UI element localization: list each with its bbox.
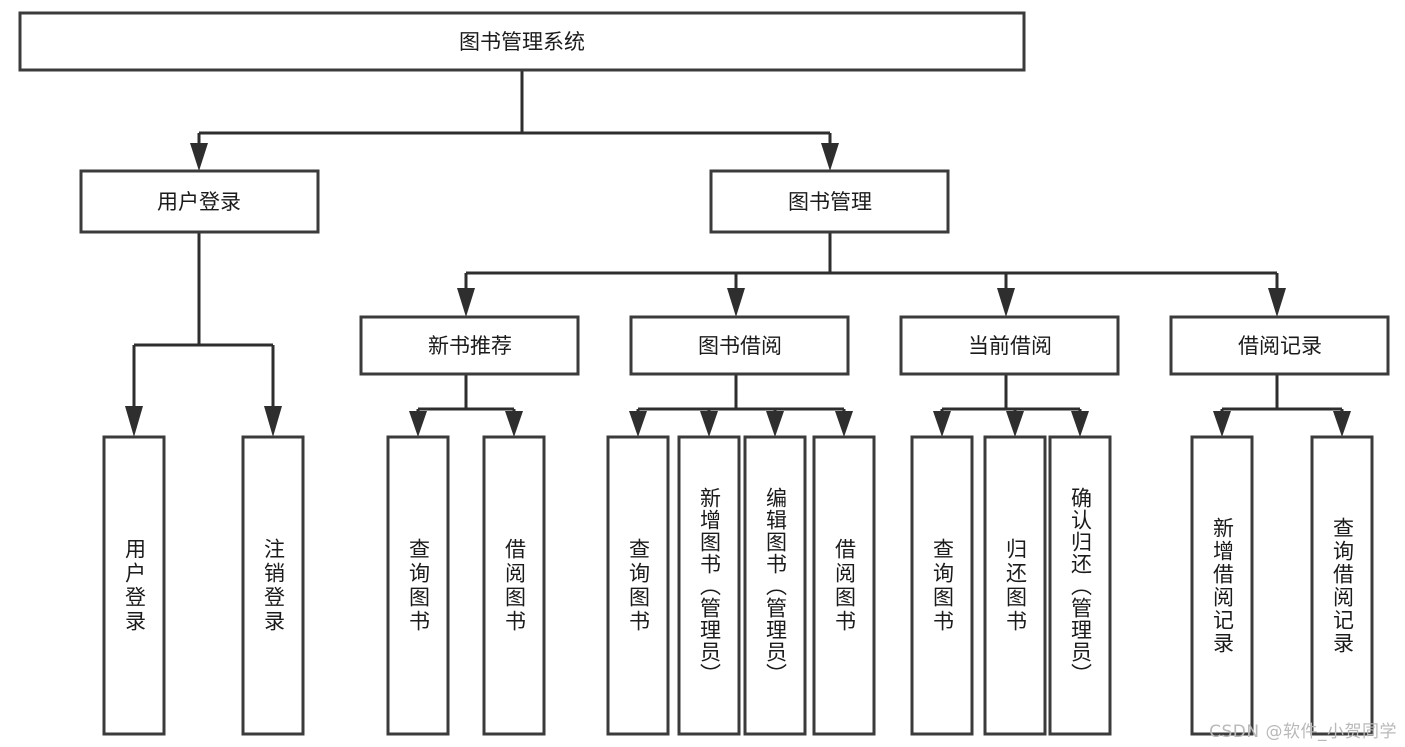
node-box-current-borrow[interactable]	[899, 315, 1120, 376]
node-box-leaf-return-book[interactable]	[983, 435, 1047, 736]
arrowhead-borrow-book	[727, 288, 745, 317]
arrowhead-leaf-borrow-book-2	[835, 411, 853, 437]
node-label-leaf-add-book: 新增图书（管理员）	[697, 486, 722, 685]
arrowhead-leaf-query-book-2	[629, 411, 647, 437]
node-box-leaf-query-record[interactable]	[1310, 435, 1374, 736]
csdn-watermark: CSDN @软件_小贺同学	[1209, 722, 1397, 742]
arrowhead-leaf-query-record	[1333, 411, 1351, 437]
arrowhead-book-mgmt	[821, 143, 839, 171]
node-box-leaf-logout[interactable]	[241, 435, 305, 736]
node-label-leaf-return-book: 归还图书	[1003, 537, 1028, 634]
arrowhead-leaf-borrow-book-1	[505, 411, 523, 437]
node-box-leaf-borrow-book-1[interactable]	[482, 435, 546, 736]
node-label-root: 图书管理系统	[459, 30, 585, 54]
arrowhead-leaf-confirm-return	[1071, 411, 1089, 437]
arrowhead-leaf-add-record	[1213, 411, 1231, 437]
node-label-leaf-borrow-book-2: 借阅图书	[832, 537, 857, 634]
node-label-leaf-query-book-2: 查询图书	[626, 537, 651, 634]
arrowhead-current-borrow	[997, 288, 1015, 317]
node-box-leaf-borrow-book-2[interactable]	[812, 435, 876, 736]
node-box-user-login[interactable]	[79, 169, 320, 234]
node-box-leaf-user-login[interactable]	[102, 435, 166, 736]
arrowhead-leaf-query-book-3	[933, 411, 951, 437]
arrowhead-borrow-record	[1268, 288, 1286, 317]
arrowhead-new-book	[457, 288, 475, 317]
node-label-leaf-logout: 注销登录	[261, 537, 286, 634]
node-label-user-login: 用户登录	[157, 190, 241, 214]
node-label-leaf-query-book-1: 查询图书	[406, 537, 431, 634]
node-label-leaf-user-login: 用户登录	[122, 537, 147, 634]
node-label-new-book-recommend: 新书推荐	[428, 334, 512, 358]
arrowhead-leaf-logout	[264, 406, 282, 437]
node-box-leaf-add-record[interactable]	[1190, 435, 1254, 736]
connectors-userlogin-to-leaves	[125, 232, 282, 437]
node-box-book-management[interactable]	[709, 169, 950, 234]
node-box-leaf-confirm-return[interactable]	[1048, 435, 1112, 736]
node-box-borrow-record[interactable]	[1169, 315, 1390, 376]
node-box-leaf-edit-book[interactable]	[743, 435, 807, 736]
node-box-leaf-query-book-1[interactable]	[386, 435, 450, 736]
node-label-leaf-query-book-3: 查询图书	[930, 537, 955, 634]
connectors-borrowbook-to-leaves	[629, 374, 853, 437]
arrowhead-user-login	[190, 143, 208, 171]
arrowhead-leaf-query-book-1	[409, 411, 427, 437]
node-box-leaf-query-book-3[interactable]	[910, 435, 974, 736]
arrowhead-leaf-return-book	[1006, 411, 1024, 437]
node-box-new-book-recommend[interactable]	[359, 315, 580, 376]
connectors-newbook-to-leaves	[409, 374, 523, 437]
node-box-book-borrow[interactable]	[629, 315, 850, 376]
node-box-leaf-query-book-2[interactable]	[606, 435, 670, 736]
node-label-borrow-record: 借阅记录	[1238, 334, 1322, 358]
arrowhead-leaf-add-book	[700, 411, 718, 437]
node-label-book-management: 图书管理	[788, 190, 872, 214]
node-label-leaf-add-record: 新增借阅记录	[1210, 516, 1235, 655]
connectors-currentborrow-to-leaves	[933, 374, 1089, 437]
connectors-root-to-level2	[190, 70, 839, 171]
node-label-leaf-edit-book: 编辑图书（管理员）	[763, 486, 788, 685]
node-box-root[interactable]	[18, 11, 1026, 72]
arrowhead-leaf-edit-book	[766, 411, 784, 437]
arrowhead-leaf-user-login	[125, 406, 143, 437]
connectors-bookmgmt-to-level3	[457, 232, 1286, 317]
node-box-leaf-add-book[interactable]	[677, 435, 741, 736]
node-label-current-borrow: 当前借阅	[968, 334, 1052, 358]
node-label-leaf-borrow-book-1: 借阅图书	[502, 537, 527, 634]
connectors-borrowrecord-to-leaves	[1213, 374, 1351, 437]
node-label-leaf-query-record: 查询借阅记录	[1330, 516, 1355, 655]
node-label-book-borrow: 图书借阅	[698, 334, 782, 358]
node-label-leaf-confirm-return: 确认归还（管理员）	[1068, 486, 1093, 685]
